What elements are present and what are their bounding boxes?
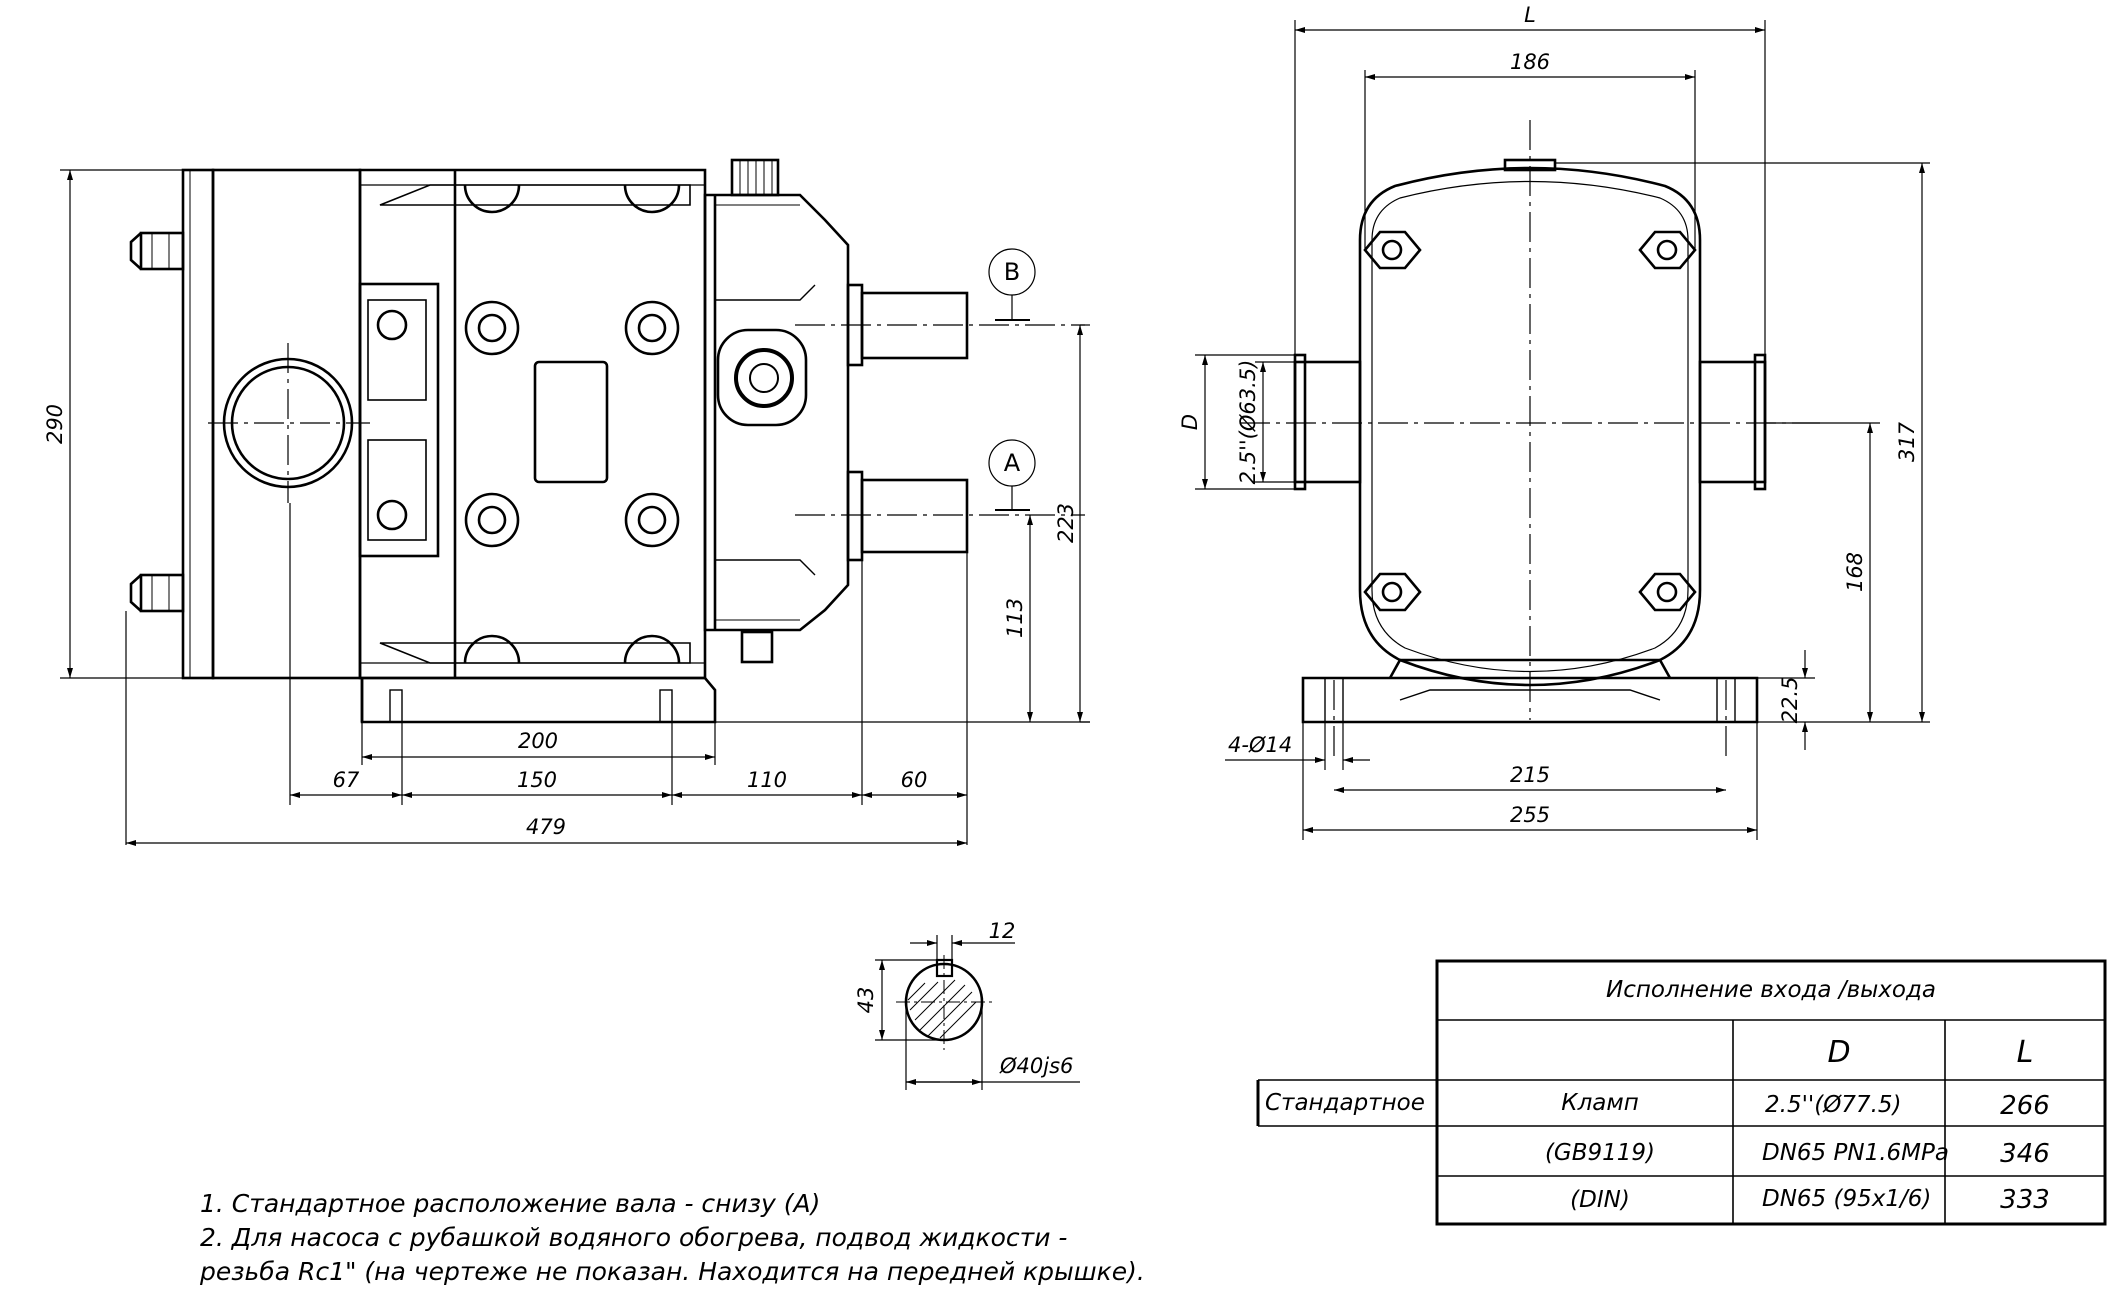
note-3: резьба Rc1" (на чертеже не показан. Нахо… [199, 1257, 1145, 1286]
dim-186: 186 [1510, 50, 1550, 74]
name-plate [533, 360, 609, 484]
gearbox [703, 193, 850, 632]
note-1: 1. Стандартное расположение вала - снизу… [200, 1189, 820, 1218]
top-bolt [129, 231, 185, 271]
dim-key-12: 12 [989, 919, 1016, 943]
front-view-dimensions [1195, 20, 1930, 840]
table-row-d: DN65 (95x1/6) [1762, 1186, 1931, 1212]
dim-22-5: 22.5 [1778, 677, 1802, 724]
connection-table-text: Исполнение входа /выхода D L Стандартное… [1265, 977, 2050, 1215]
shaft-label-b: B [1004, 258, 1020, 286]
dim-60: 60 [901, 768, 928, 792]
front-view-centerlines [1240, 120, 1820, 760]
dim-317: 317 [1895, 421, 1919, 462]
table-row-name: Стандартное [1265, 1090, 1425, 1116]
shaft-label-a: A [1004, 449, 1021, 477]
table-title: Исполнение входа /выхода [1606, 977, 1936, 1003]
dim-110: 110 [747, 768, 787, 792]
side-view-labels: 290 223 113 200 67 150 110 60 479 B A [43, 258, 1078, 839]
dim-113: 113 [1003, 598, 1027, 638]
section-hatching [907, 979, 977, 1039]
bottom-bolt [129, 573, 185, 613]
shaft-a [860, 478, 969, 554]
dim-L: L [1524, 3, 1536, 27]
notes: 1. Стандартное расположение вала - снизу… [199, 1189, 1145, 1286]
dim-223: 223 [1054, 503, 1078, 543]
dim-290: 290 [43, 404, 67, 444]
dim-200: 200 [518, 729, 558, 753]
table-header-d: D [1827, 1035, 1850, 1070]
front-cover-plate [181, 168, 215, 680]
breather-cap [730, 158, 780, 197]
dim-255: 255 [1510, 803, 1550, 827]
front-cover [211, 168, 362, 680]
dim-215: 215 [1510, 763, 1550, 787]
pump-base [360, 676, 717, 724]
dim-43: 43 [854, 987, 878, 1014]
note-2: 2. Для насоса с рубашкой водяного обогре… [200, 1223, 1067, 1252]
inlet-port [222, 357, 354, 489]
drain-plug [734, 348, 794, 408]
shaft-section [875, 935, 1080, 1090]
table-header-l: L [2017, 1035, 2034, 1070]
dim-479: 479 [526, 815, 566, 839]
dim-D: D [1178, 414, 1202, 430]
dim-168: 168 [1843, 552, 1867, 592]
shaft-section-labels: 12 43 Ø40js6 [854, 919, 1073, 1078]
side-view [129, 158, 969, 724]
table-row-l: 333 [2000, 1185, 2050, 1215]
dim-bore: 2.5''(Ø63.5) [1236, 360, 1260, 485]
table-row-conn: Кламп [1561, 1090, 1639, 1116]
table-row-d: 2.5''(Ø77.5) [1765, 1092, 1901, 1118]
dim-holes: 4-Ø14 [1228, 733, 1292, 757]
pump-housing [358, 168, 707, 680]
dim-diameter: Ø40js6 [999, 1054, 1073, 1078]
table-row-l: 346 [2000, 1139, 2050, 1169]
connection-table [1256, 959, 2107, 1226]
dim-67: 67 [333, 768, 360, 792]
table-row-conn: (DIN) [1570, 1187, 1630, 1213]
table-row-d: DN65 PN1.6MPa [1762, 1140, 1949, 1166]
table-row-conn: (GB9119) [1545, 1140, 1655, 1166]
table-row-l: 266 [2000, 1091, 2050, 1121]
side-view-dimensions [60, 169, 1090, 846]
side-view-centerlines [208, 324, 1085, 516]
front-view-labels: L 186 D 2.5''(Ø63.5) 317 168 22.5 4-Ø14 … [1178, 3, 1919, 827]
dim-150: 150 [517, 768, 557, 792]
